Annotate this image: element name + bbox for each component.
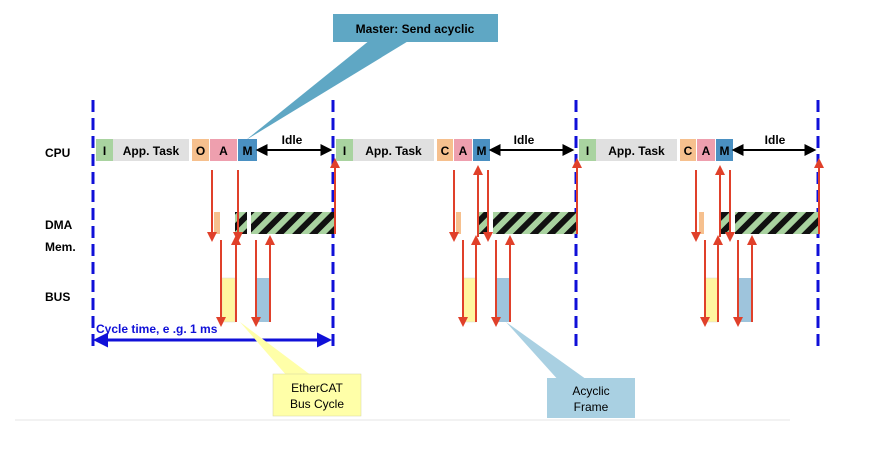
cycle-3: I App. Task C A M Idle bbox=[579, 133, 824, 327]
dma-idle-hatch bbox=[493, 212, 577, 234]
master-callout-pointer bbox=[246, 40, 410, 140]
row-label-mem: Mem. bbox=[45, 240, 76, 254]
acyclic-callout-line1: Acyclic bbox=[572, 384, 609, 398]
dma-output-block bbox=[699, 212, 704, 234]
cpu-master-block bbox=[473, 139, 490, 161]
cpu-acyclic-label: A bbox=[219, 144, 228, 158]
cpu-master-label: M bbox=[720, 144, 730, 158]
cpu-output-block bbox=[192, 139, 209, 161]
cpu-master-block bbox=[716, 139, 733, 161]
acyclic-callout-line2: Frame bbox=[574, 400, 609, 414]
dma-acyclic-hatch bbox=[235, 212, 247, 234]
acyclic-callout-box bbox=[547, 378, 635, 418]
ethercat-callout-line1: EtherCAT bbox=[291, 381, 343, 395]
cpu-app-task-block bbox=[596, 139, 677, 161]
master-callout-text: Master: Send acyclic bbox=[356, 22, 475, 36]
bus-acyclic-frame bbox=[496, 278, 509, 322]
cycle-time-indicator: Cycle time, e .g. 1 ms bbox=[93, 322, 332, 348]
acyclic-callout-pointer bbox=[506, 322, 590, 382]
cpu-master-label: M bbox=[243, 144, 253, 158]
cpu-output-label: C bbox=[441, 144, 450, 158]
cycle-time-label: Cycle time, e .g. 1 ms bbox=[96, 322, 218, 336]
cpu-acyclic-label: A bbox=[702, 144, 711, 158]
row-label-cpu: CPU bbox=[45, 146, 70, 160]
bus-acyclic-frame bbox=[738, 278, 751, 322]
bus-acyclic-frame bbox=[256, 278, 269, 322]
cpu-input-label: I bbox=[343, 144, 346, 158]
cpu-input-label: I bbox=[103, 144, 106, 158]
cpu-input-block bbox=[96, 139, 113, 161]
idle-label: Idle bbox=[765, 133, 786, 147]
cpu-app-task-block bbox=[113, 139, 189, 161]
idle-label: Idle bbox=[514, 133, 535, 147]
cpu-acyclic-label: A bbox=[459, 144, 468, 158]
dma-output-block bbox=[456, 212, 461, 234]
dma-idle-hatch bbox=[735, 212, 819, 234]
bus-ethercat-frame bbox=[704, 277, 719, 323]
cpu-master-label: M bbox=[477, 144, 487, 158]
cpu-app-task-label: App. Task bbox=[365, 144, 422, 158]
acyclic-frame-callout: Acyclic Frame bbox=[506, 322, 635, 418]
cpu-acyclic-block bbox=[454, 139, 472, 161]
ethercat-bus-cycle-callout: EtherCAT Bus Cycle bbox=[240, 322, 362, 417]
row-label-bus: BUS bbox=[45, 290, 70, 304]
cpu-output-label: O bbox=[196, 144, 205, 158]
cpu-input-block bbox=[579, 139, 596, 161]
cpu-output-block bbox=[437, 139, 453, 161]
cpu-app-task-block bbox=[353, 139, 434, 161]
row-label-dma: DMA bbox=[45, 218, 73, 232]
cpu-output-block bbox=[680, 139, 696, 161]
cpu-acyclic-block bbox=[697, 139, 715, 161]
dma-output-block bbox=[214, 212, 220, 234]
ethercat-callout-box bbox=[272, 373, 362, 417]
master-callout-box bbox=[333, 14, 498, 42]
ethercat-callout-line2: Bus Cycle bbox=[290, 397, 344, 411]
cpu-master-block bbox=[238, 139, 257, 161]
bus-ethercat-frame bbox=[221, 277, 236, 323]
cpu-output-label: C bbox=[684, 144, 693, 158]
cpu-app-task-label: App. Task bbox=[608, 144, 665, 158]
cycle-1: I App. Task O A M Idle bbox=[96, 133, 340, 327]
dma-idle-hatch bbox=[251, 212, 334, 234]
master-send-acyclic-callout: Master: Send acyclic bbox=[246, 14, 498, 140]
ethercat-callout-pointer bbox=[240, 322, 312, 376]
cpu-app-task-label: App. Task bbox=[123, 144, 180, 158]
dma-acyclic-hatch bbox=[719, 212, 731, 234]
cpu-input-label: I bbox=[586, 144, 589, 158]
cycle-2: I App. Task C A M Idle bbox=[336, 133, 582, 327]
cpu-input-block bbox=[336, 139, 353, 161]
cpu-acyclic-block bbox=[210, 139, 237, 161]
idle-label: Idle bbox=[282, 133, 303, 147]
dma-acyclic-hatch bbox=[477, 212, 489, 234]
bus-ethercat-frame bbox=[462, 277, 477, 323]
